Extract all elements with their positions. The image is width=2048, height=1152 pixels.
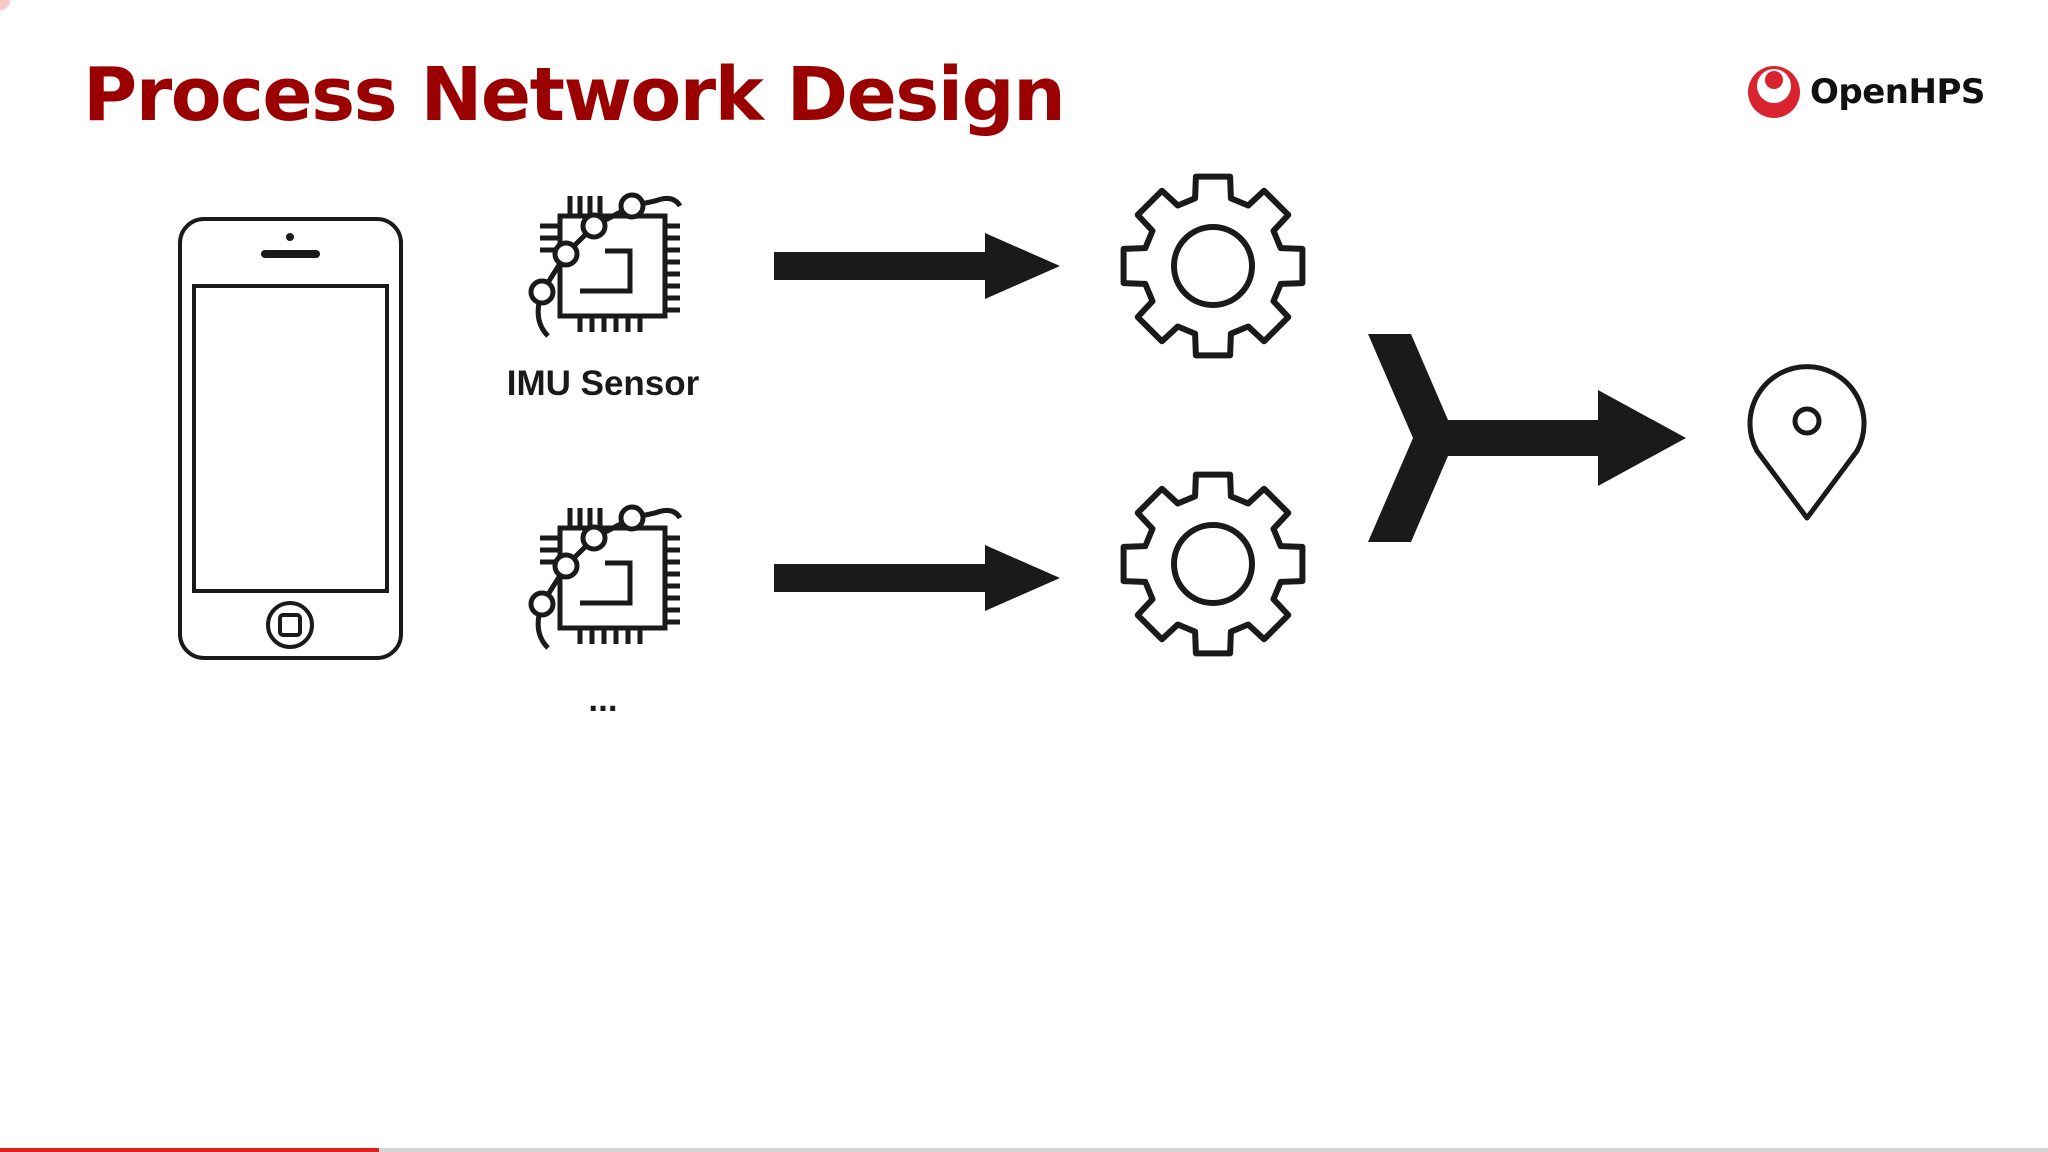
corner-decoration <box>0 0 10 10</box>
brand-name: OpenHPS <box>1810 72 1985 112</box>
gear-icon <box>1120 173 1306 359</box>
brand-logo: OpenHPS <box>1744 60 1985 126</box>
location-pin-icon <box>1747 364 1867 521</box>
gear-outline <box>1120 471 1306 657</box>
chip-sensor-icon <box>528 192 683 338</box>
merge-arrow-icon <box>1368 334 1686 542</box>
slide-progress-fill <box>0 1148 379 1152</box>
gear-hub <box>1171 522 1255 606</box>
slide-progress-bar <box>0 1148 2048 1152</box>
sensor-label-imu: IMU Sensor <box>506 364 700 403</box>
flow-arrow <box>774 545 1060 611</box>
gear-outline <box>1120 173 1306 359</box>
chip-sensor-icon <box>528 504 683 650</box>
page-title: Process Network Design <box>83 52 1066 138</box>
flow-arrow <box>774 233 1060 299</box>
gear-hub <box>1171 224 1255 308</box>
gear-icon <box>1120 471 1306 657</box>
openhps-logo-icon <box>1748 66 1800 118</box>
sensor-label-other: ... <box>588 680 618 719</box>
smartphone-icon <box>178 217 403 660</box>
